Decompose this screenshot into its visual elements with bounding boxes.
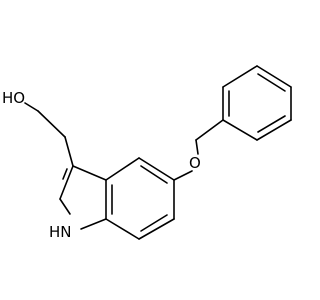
bond [105,157,140,181]
bond [37,110,66,138]
bond [72,165,107,181]
double-bond-inner [140,165,168,184]
indole-nh-label: HN [49,223,72,241]
bond [222,119,258,141]
hydroxyl-label: HO [2,89,25,107]
bond-oxygen-to-indole [173,170,193,181]
bond [64,136,74,167]
hydroxyethyl-chain [24,102,74,167]
bond-ring-to-ch2 [195,119,224,141]
indole-benzene-ring [105,157,175,240]
bond [256,65,292,88]
bond-ch2-to-oxygen [195,139,199,155]
bond [105,218,140,240]
bond-c3-c2-double [59,165,74,200]
bond-c2-n1 [59,198,71,215]
phenyl-ring [222,65,292,141]
indole-pyrrole-ring [59,165,107,230]
double-bond-inner [257,115,286,133]
double-bond-inner [257,73,286,92]
bond [138,157,175,181]
bond-n1-c7a [80,218,107,230]
bond-c3-c2-double-inner [62,168,68,180]
bond [222,65,258,88]
bond [256,119,292,141]
ether-oxygen-label: O [189,154,201,172]
molecule-structure-diagram: O HN HO [2,65,292,241]
bond [138,218,175,240]
bond [24,102,39,112]
double-bond-inner [140,214,168,232]
